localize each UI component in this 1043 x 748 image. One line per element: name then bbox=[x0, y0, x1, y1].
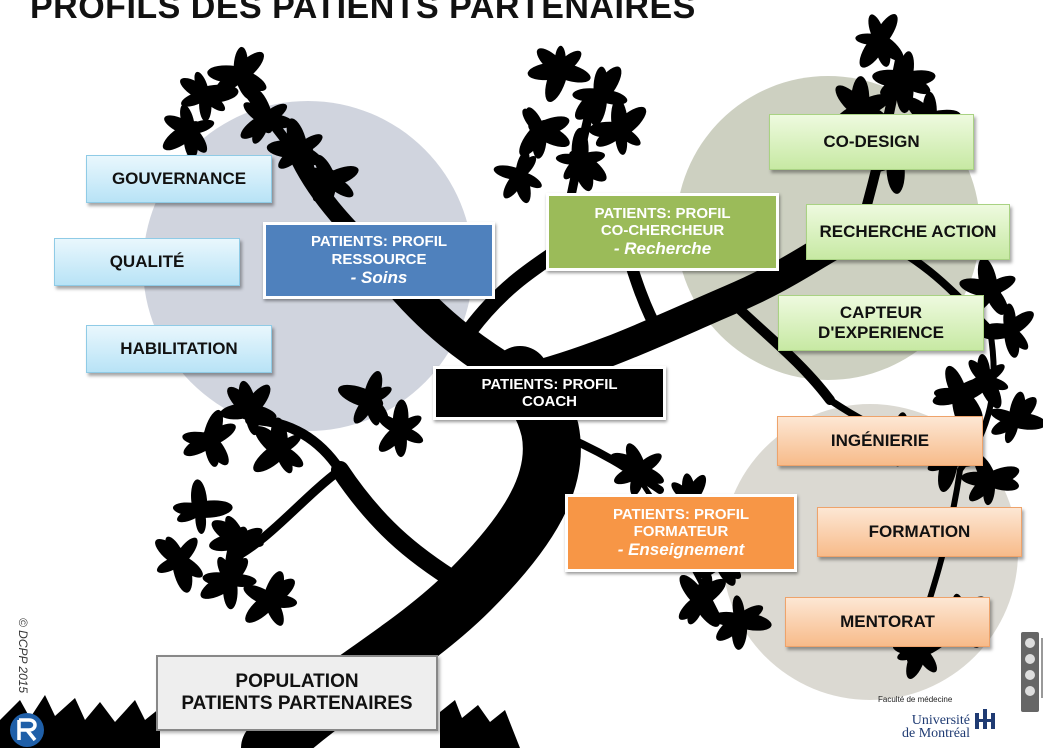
leaf bbox=[395, 415, 422, 434]
leaf bbox=[982, 275, 1016, 296]
population-line2: PATIENTS PARTENAIRES bbox=[181, 693, 413, 714]
leaf bbox=[553, 50, 582, 77]
leaf bbox=[872, 14, 898, 49]
profile-ressource-line1: PATIENTS: PROFIL bbox=[310, 233, 448, 251]
leaf bbox=[201, 423, 236, 447]
leaf bbox=[689, 578, 726, 609]
leaf bbox=[848, 94, 890, 118]
leaf bbox=[230, 51, 264, 85]
university-line1: Université bbox=[911, 713, 971, 728]
leaf bbox=[235, 527, 263, 544]
profile-coach-line2: COACH bbox=[522, 393, 577, 410]
leaf bbox=[894, 70, 936, 87]
profile-co-chercheur-line1: PATIENTS: PROFIL bbox=[594, 204, 731, 222]
population-box: POPULATION PATIENTS PARTENAIRES bbox=[156, 655, 438, 731]
leaf bbox=[224, 558, 249, 587]
domain-mentorat: MENTORAT bbox=[785, 597, 990, 647]
population-line1: POPULATION bbox=[235, 671, 359, 693]
leaf bbox=[1006, 396, 1037, 429]
creative-commons-license-icon bbox=[1021, 632, 1039, 712]
profile-formateur: PATIENTS: PROFIL FORMATEUR - Enseignemen… bbox=[565, 494, 797, 572]
faculty-label: Faculté de médecine bbox=[878, 695, 953, 704]
leaf bbox=[275, 434, 301, 454]
leaf bbox=[191, 84, 239, 104]
profile-coach-line1: PATIENTS: PROFIL bbox=[481, 375, 618, 393]
university-line2: de Montréal bbox=[902, 726, 971, 742]
page-title: PROFILS DES PATIENTS PARTENAIRES bbox=[30, 0, 696, 26]
profile-ressource: PATIENTS: PROFIL RESSOURCE - Soins bbox=[263, 222, 495, 299]
domain-qualite: QUALITÉ bbox=[54, 238, 240, 286]
leaf bbox=[184, 119, 215, 135]
leaf bbox=[174, 537, 198, 567]
profile-formateur-line1: PATIENTS: PROFIL bbox=[612, 505, 750, 523]
leaf bbox=[734, 605, 764, 625]
profile-co-chercheur: PATIENTS: PROFIL CO-CHERCHEUR - Recherch… bbox=[546, 193, 779, 271]
domain-co-design: CO-DESIGN bbox=[769, 114, 974, 170]
domain-formation: FORMATION bbox=[817, 507, 1022, 557]
leaf bbox=[947, 377, 991, 404]
leaf bbox=[260, 578, 295, 609]
domain-ingenierie: INGÉNIERIE bbox=[777, 416, 983, 466]
domain-habilitation: HABILITATION bbox=[86, 325, 272, 373]
leaf bbox=[529, 116, 570, 137]
leaf bbox=[259, 103, 288, 125]
profile-formateur-sub: - Enseignement bbox=[617, 540, 745, 560]
leaf bbox=[608, 106, 647, 141]
domain-capteur-experience: CAPTEUR D'EXPERIENCE bbox=[778, 295, 984, 351]
leaf bbox=[294, 134, 323, 155]
leaf bbox=[574, 151, 606, 165]
copyright-text: © DCPP 2015 bbox=[16, 618, 30, 694]
leaf bbox=[634, 453, 662, 475]
university-name: Université de Montréal bbox=[902, 713, 971, 742]
leaf bbox=[590, 66, 622, 108]
domain-gouvernance: GOUVERNANCE bbox=[86, 155, 272, 203]
profile-co-chercheur-sub: - Recherche bbox=[613, 239, 712, 259]
profile-ressource-sub: - Soins bbox=[350, 267, 408, 287]
university-crest-icon bbox=[975, 709, 995, 729]
leaf bbox=[1002, 311, 1034, 337]
profile-co-chercheur-line2: CO-CHERCHEUR bbox=[600, 222, 725, 240]
profile-ressource-line2: RESSOURCE bbox=[331, 250, 427, 268]
profile-formateur-line2: FORMATEUR bbox=[633, 523, 729, 541]
grass-right bbox=[440, 700, 520, 748]
license-text-strip bbox=[1041, 638, 1043, 698]
profile-coach: PATIENTS: PROFIL COACH bbox=[433, 366, 666, 420]
rs-logo-icon bbox=[10, 713, 44, 747]
domain-recherche-action: RECHERCHE ACTION bbox=[806, 204, 1010, 260]
copyright-note: © DCPP 2015 bbox=[12, 618, 34, 708]
leaf bbox=[516, 155, 537, 179]
leaf bbox=[187, 500, 233, 518]
leaf bbox=[365, 386, 392, 404]
leaf bbox=[241, 384, 271, 420]
leaf bbox=[319, 166, 359, 187]
leaf bbox=[979, 466, 1020, 487]
